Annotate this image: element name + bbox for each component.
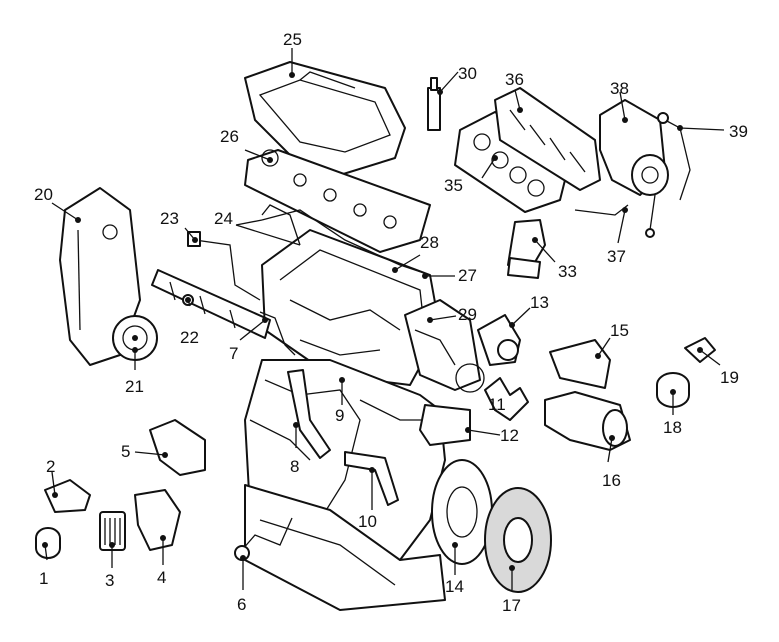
callout-21: 21	[125, 377, 144, 396]
callout-36: 36	[505, 70, 524, 89]
callout-33: 33	[558, 262, 577, 281]
callout-2: 2	[46, 457, 55, 476]
callout-10: 10	[358, 512, 377, 531]
part-head-gasket	[244, 149, 431, 253]
callout-19: 19	[720, 368, 739, 387]
callout-5: 5	[121, 442, 130, 461]
callout-38: 38	[610, 79, 629, 98]
callout-17: 17	[502, 596, 521, 615]
callout-37: 37	[607, 247, 626, 266]
callout-8: 8	[290, 457, 299, 476]
callout-16: 16	[602, 471, 621, 490]
callout-14: 14	[445, 577, 464, 596]
callout-1: 1	[39, 569, 48, 588]
part-exhaust-manifold	[494, 87, 601, 191]
part-exhaust-gasket	[454, 111, 571, 213]
callout-20: 20	[34, 185, 53, 204]
leader-lines	[44, 48, 725, 590]
callout-30: 30	[458, 64, 477, 83]
callout-28: 28	[420, 233, 439, 252]
part-fuel-rail	[151, 269, 271, 339]
callout-29: 29	[458, 305, 477, 324]
part-flywheel	[431, 459, 493, 565]
callout-11: 11	[488, 395, 506, 414]
part-glow-plug	[427, 77, 441, 131]
callout-4: 4	[157, 568, 166, 587]
callout-27: 27	[458, 266, 477, 285]
callout-23: 23	[160, 209, 179, 228]
callout-12: 12	[500, 426, 519, 445]
callout-18: 18	[663, 418, 682, 437]
callout-25: 25	[283, 30, 302, 49]
callout-7: 7	[229, 344, 238, 363]
callout-dots	[42, 72, 703, 571]
part-rocker-cover	[244, 61, 406, 176]
callout-3: 3	[105, 571, 114, 590]
part-turbocharger	[599, 99, 669, 196]
callout-15: 15	[610, 321, 629, 340]
callout-9: 9	[335, 406, 344, 425]
callout-39: 39	[729, 122, 748, 141]
part-clutch-disc	[484, 487, 552, 593]
callout-22: 22	[180, 328, 199, 347]
callout-labels: 1 2 3 4 5 6 7 8 9 10 11 12 13 14 15 16 1…	[34, 30, 748, 615]
part-sensor-13	[477, 314, 521, 366]
callout-13: 13	[530, 293, 549, 312]
callout-35: 35	[444, 176, 463, 195]
callout-6: 6	[237, 595, 246, 614]
callout-24: 24	[214, 209, 233, 228]
part-egr-valve	[544, 391, 631, 451]
part-water-outlet	[404, 299, 485, 393]
callout-26: 26	[220, 127, 239, 146]
